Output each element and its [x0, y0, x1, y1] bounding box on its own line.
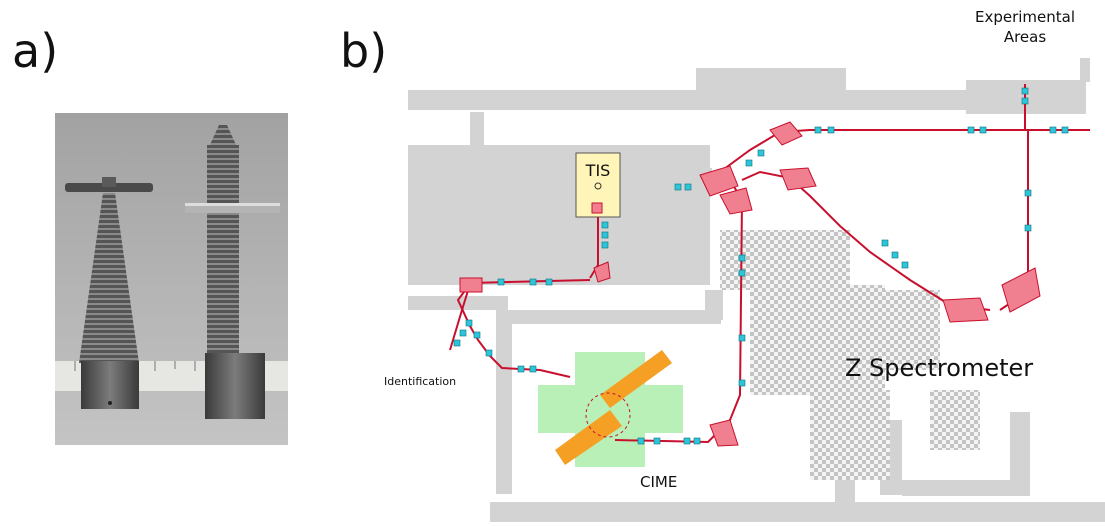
areas-label: Areas — [1004, 28, 1047, 46]
cime-label: CIME — [640, 473, 677, 491]
right-source-base — [205, 353, 265, 419]
dipole-magnets — [459, 121, 1041, 447]
building-walls — [408, 58, 1105, 522]
experimental-label: Experimental — [975, 8, 1075, 26]
ion-source-photograph — [55, 113, 288, 445]
z-spectrometer-shielding — [720, 230, 980, 480]
beamline-layout-diagram: Experimental Areas TIS Identification Z … — [384, 8, 1105, 522]
tis-label: TIS — [585, 161, 611, 180]
panel-a-label: a) — [12, 24, 59, 78]
right-source-clamp — [185, 203, 280, 213]
left-source-disc — [65, 183, 153, 192]
z-spectrometer-label: Z Spectrometer — [845, 354, 1033, 382]
right-source-bellows — [207, 145, 239, 365]
quadrupole-magnets — [453, 87, 1069, 445]
identification-label: Identification — [384, 375, 456, 388]
left-source-bellows — [79, 193, 139, 363]
cime-cyclotron — [538, 350, 683, 467]
panel-b-label: b) — [340, 24, 388, 78]
